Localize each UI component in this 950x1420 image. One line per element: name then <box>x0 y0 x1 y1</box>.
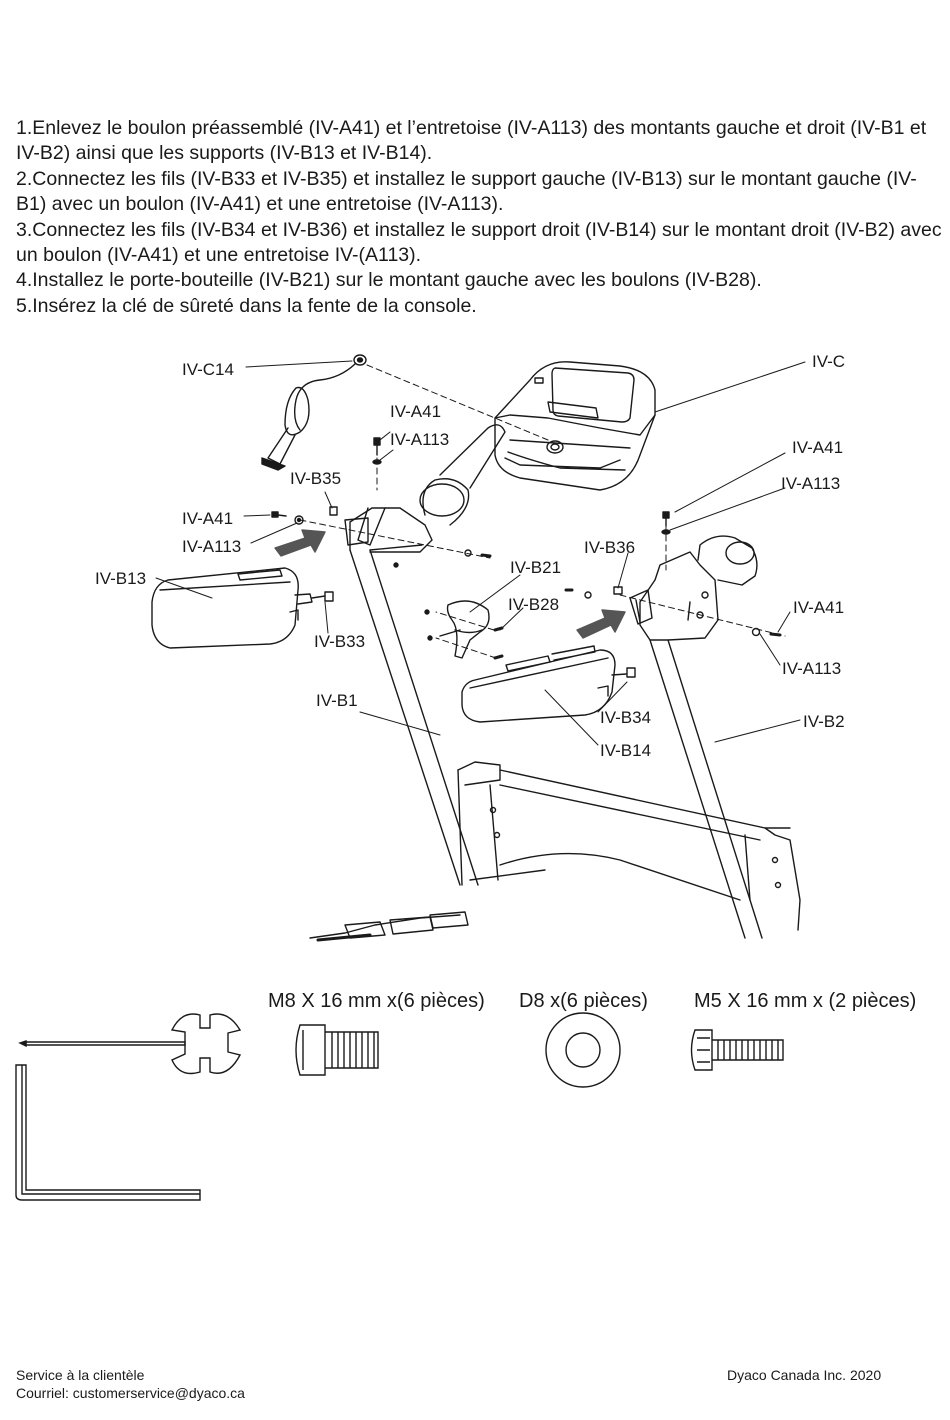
label-iv-a113-right: IV-A113 <box>782 659 841 678</box>
label-iv-a41-top: IV-A41 <box>390 402 441 421</box>
hardware-drawings <box>0 1010 950 1220</box>
label-iv-b34: IV-B34 <box>600 708 651 727</box>
label-iv-a113-left: IV-A113 <box>182 537 241 556</box>
hardware-svg <box>15 1012 784 1201</box>
m5-bolt-icon <box>690 1029 784 1071</box>
label-iv-b2: IV-B2 <box>803 712 845 731</box>
label-iv-b13: IV-B13 <box>95 569 146 588</box>
label-iv-a41-right-top: IV-A41 <box>792 438 843 457</box>
left-console-tube <box>344 424 506 546</box>
label-iv-b36: IV-B36 <box>584 538 635 557</box>
label-iv-b33: IV-B33 <box>314 632 365 651</box>
label-iv-b1: IV-B1 <box>316 691 358 710</box>
right-upright-drawing <box>639 535 763 939</box>
arrow-right-icon <box>576 609 626 639</box>
allen-key-icon <box>15 1064 201 1201</box>
footer-left: Service à la clientèle Courriel: custome… <box>16 1366 245 1402</box>
hardware-in-diagram <box>271 437 782 660</box>
label-iv-b35: IV-B35 <box>290 469 341 488</box>
screwdriver-icon <box>18 1013 242 1075</box>
hardware-label-m8-bolt: M8 X 16 mm x(6 pièces) <box>268 990 485 1012</box>
label-iv-b14: IV-B14 <box>600 741 651 760</box>
right-support-drawing <box>461 645 636 723</box>
instructions: 1.Enlevez le boulon préassemblé (IV-A41)… <box>16 116 944 319</box>
instruction-step-3: 3.Connectez les fils (IV-B34 et IV-B36) … <box>16 218 942 267</box>
label-iv-b21: IV-B21 <box>510 558 561 577</box>
assembly-drawing: IV-C14 IV-C IV-A41 IV-A113 IV-B35 IV-A41… <box>95 352 845 942</box>
treadmill-base-drawing <box>309 761 801 942</box>
arrow-left-icon <box>274 529 326 557</box>
d8-washer-icon <box>545 1012 621 1088</box>
instruction-step-1: 1.Enlevez le boulon préassemblé (IV-A41)… <box>16 117 927 165</box>
leader-lines <box>155 360 806 746</box>
right-bracket-drawing <box>629 589 653 625</box>
label-iv-a41-right: IV-A41 <box>793 598 844 617</box>
assembly-diagram: IV-C14 IV-C IV-A41 IV-A113 IV-B35 IV-A41… <box>0 340 950 950</box>
left-upright-drawing <box>349 507 479 886</box>
label-iv-a113-top: IV-A113 <box>390 430 449 449</box>
hardware-label-m5-bolt: M5 X 16 mm x (2 pièces) <box>694 990 917 1012</box>
instruction-step-5: 5.Insérez la clé de sûreté dans la fente… <box>16 294 477 317</box>
footer-company: Dyaco Canada Inc. 2020 <box>727 1367 882 1383</box>
left-support-drawing <box>151 567 334 649</box>
label-iv-a113-right-top: IV-A113 <box>781 474 840 493</box>
footer-email: Courriel: customerservice@dyaco.ca <box>16 1385 245 1401</box>
instruction-step-2: 2.Connectez les fils (IV-B33 et IV-B35) … <box>16 167 917 216</box>
assembly-dashed-lines <box>299 364 786 659</box>
instruction-step-4: 4.Installez le porte-bouteille (IV-B21) … <box>16 269 762 292</box>
label-iv-c: IV-C <box>812 352 845 371</box>
footer-service: Service à la clientèle <box>16 1367 145 1383</box>
label-iv-b28: IV-B28 <box>508 595 559 614</box>
hardware-label-d8-washer: D8 x(6 pièces) <box>519 990 648 1012</box>
label-iv-a41-left: IV-A41 <box>182 509 233 528</box>
bottle-holder-drawing <box>424 600 490 659</box>
m8-bolt-icon <box>295 1024 379 1076</box>
console-drawing <box>494 361 656 491</box>
label-iv-c14: IV-C14 <box>182 360 234 379</box>
safety-key-drawing <box>261 354 367 471</box>
